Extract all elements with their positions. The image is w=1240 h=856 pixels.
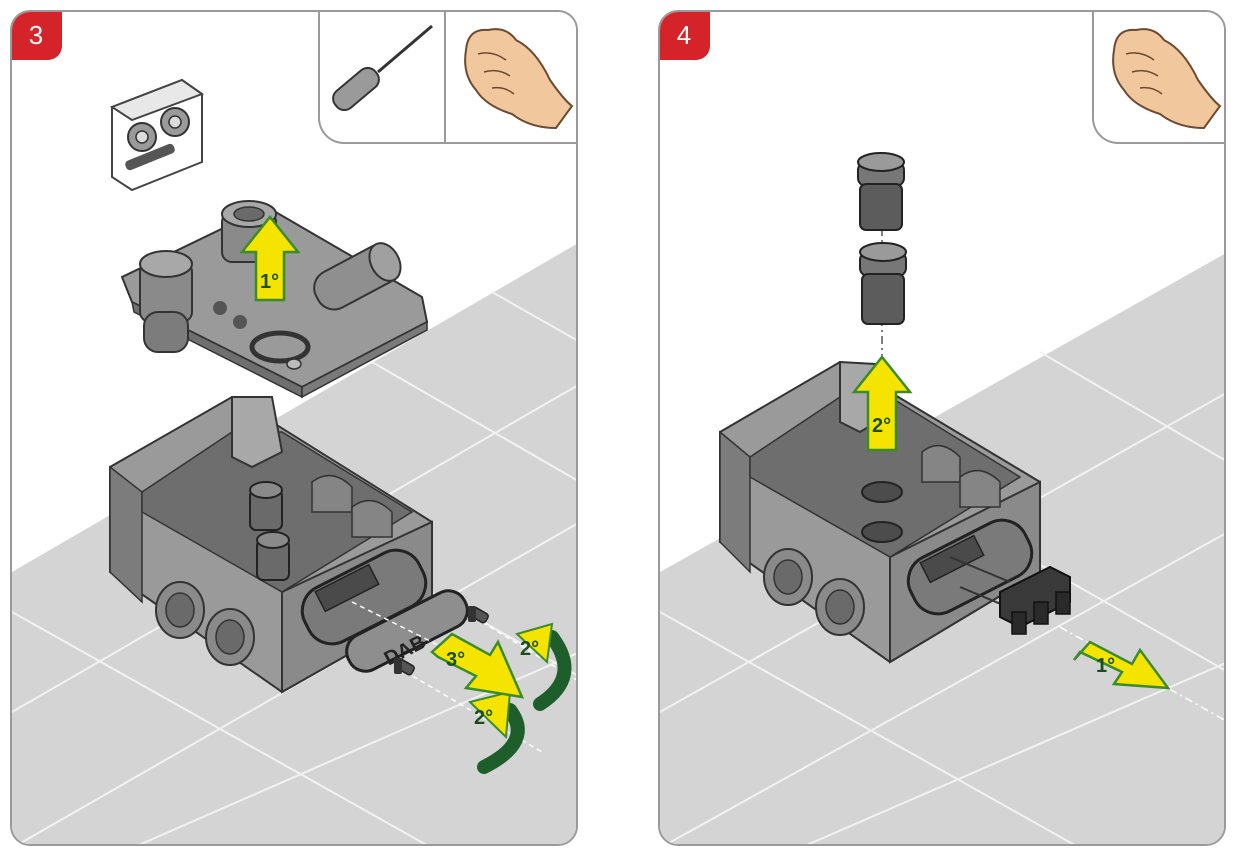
- lift-cover-arrow: 1°: [239, 214, 301, 302]
- pull-connector-label: 1°: [1096, 655, 1115, 677]
- tool-box-hand: [1092, 12, 1224, 144]
- screwdriver-icon: [332, 24, 433, 112]
- lift-cover-label: 1°: [260, 271, 279, 293]
- remove-plate-arrow: 3°: [430, 632, 525, 699]
- electrical-connector: [949, 556, 1071, 635]
- step-number-badge: 3: [12, 12, 62, 60]
- rotate-arrow-top: 2°: [515, 622, 572, 711]
- step-4-illustration: 2° 1°: [660, 152, 1224, 844]
- guide-lines: [351, 601, 576, 753]
- rotate-arrow-bottom: 2°: [468, 690, 525, 774]
- check-valve-bottom: [859, 242, 907, 325]
- pull-connector-arrow: 1°: [1073, 640, 1171, 690]
- tool-box-screwdriver: [318, 12, 446, 144]
- hand-icon: [464, 28, 574, 130]
- hand-icon: [1112, 28, 1222, 130]
- step-4-panel: 2° 1° 4: [658, 10, 1226, 846]
- unscrew-bottom-label: 2°: [474, 707, 493, 729]
- screw-bottom: [394, 658, 415, 676]
- tool-box-hand: [444, 12, 576, 144]
- screw-top: [468, 606, 489, 624]
- step-number-badge: 4: [660, 12, 710, 60]
- remove-plate-label: 3°: [446, 649, 465, 671]
- lift-valves-label: 2°: [872, 415, 891, 437]
- unscrew-top-label: 2°: [520, 638, 539, 660]
- step-3-illustration: 1°: [12, 78, 576, 844]
- pump-body: [109, 395, 433, 694]
- check-valve-top: [857, 152, 905, 231]
- step-3-panel: 1°: [10, 10, 578, 846]
- connector-box-icon: [109, 78, 205, 192]
- lift-valves-arrow: 2°: [851, 354, 913, 452]
